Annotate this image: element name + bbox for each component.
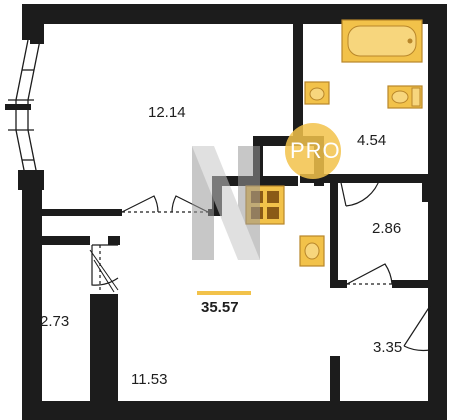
door-bathroom	[340, 177, 381, 207]
total-area-underline	[197, 291, 251, 295]
total-area: 35.57	[201, 299, 239, 316]
wall-top	[22, 4, 447, 24]
watermark-text: PRO	[290, 138, 341, 163]
wall-bottom	[22, 401, 447, 420]
window-left	[8, 39, 41, 191]
wall-right	[428, 4, 447, 420]
room-area-loggia: 3.35	[373, 339, 403, 356]
window-mullion	[5, 104, 31, 110]
watermark-circle	[285, 123, 341, 179]
wall-left-upper-window-side	[30, 24, 44, 44]
doors	[91, 177, 431, 352]
bathroom-sink	[304, 81, 330, 105]
door-storage	[346, 263, 393, 285]
room-area-hallway: 11.53	[131, 371, 168, 388]
room-area-storage: 2.86	[372, 220, 402, 237]
outer-walls	[22, 4, 447, 420]
toilet	[387, 85, 423, 109]
watermark-logo	[192, 146, 260, 260]
kitchen-sink	[299, 235, 325, 267]
room-area-closet: 2.73	[40, 313, 70, 330]
door-living	[121, 195, 159, 213]
bathtub	[341, 19, 423, 63]
room-area-bathroom: 4.54	[357, 132, 387, 149]
room-area-living: 12.14	[148, 104, 186, 121]
closet-shelf	[89, 249, 119, 293]
door-loggia	[403, 306, 431, 352]
door-closet	[91, 245, 119, 286]
window-frame-bottom	[18, 170, 44, 190]
wall-left-middle	[22, 190, 42, 420]
